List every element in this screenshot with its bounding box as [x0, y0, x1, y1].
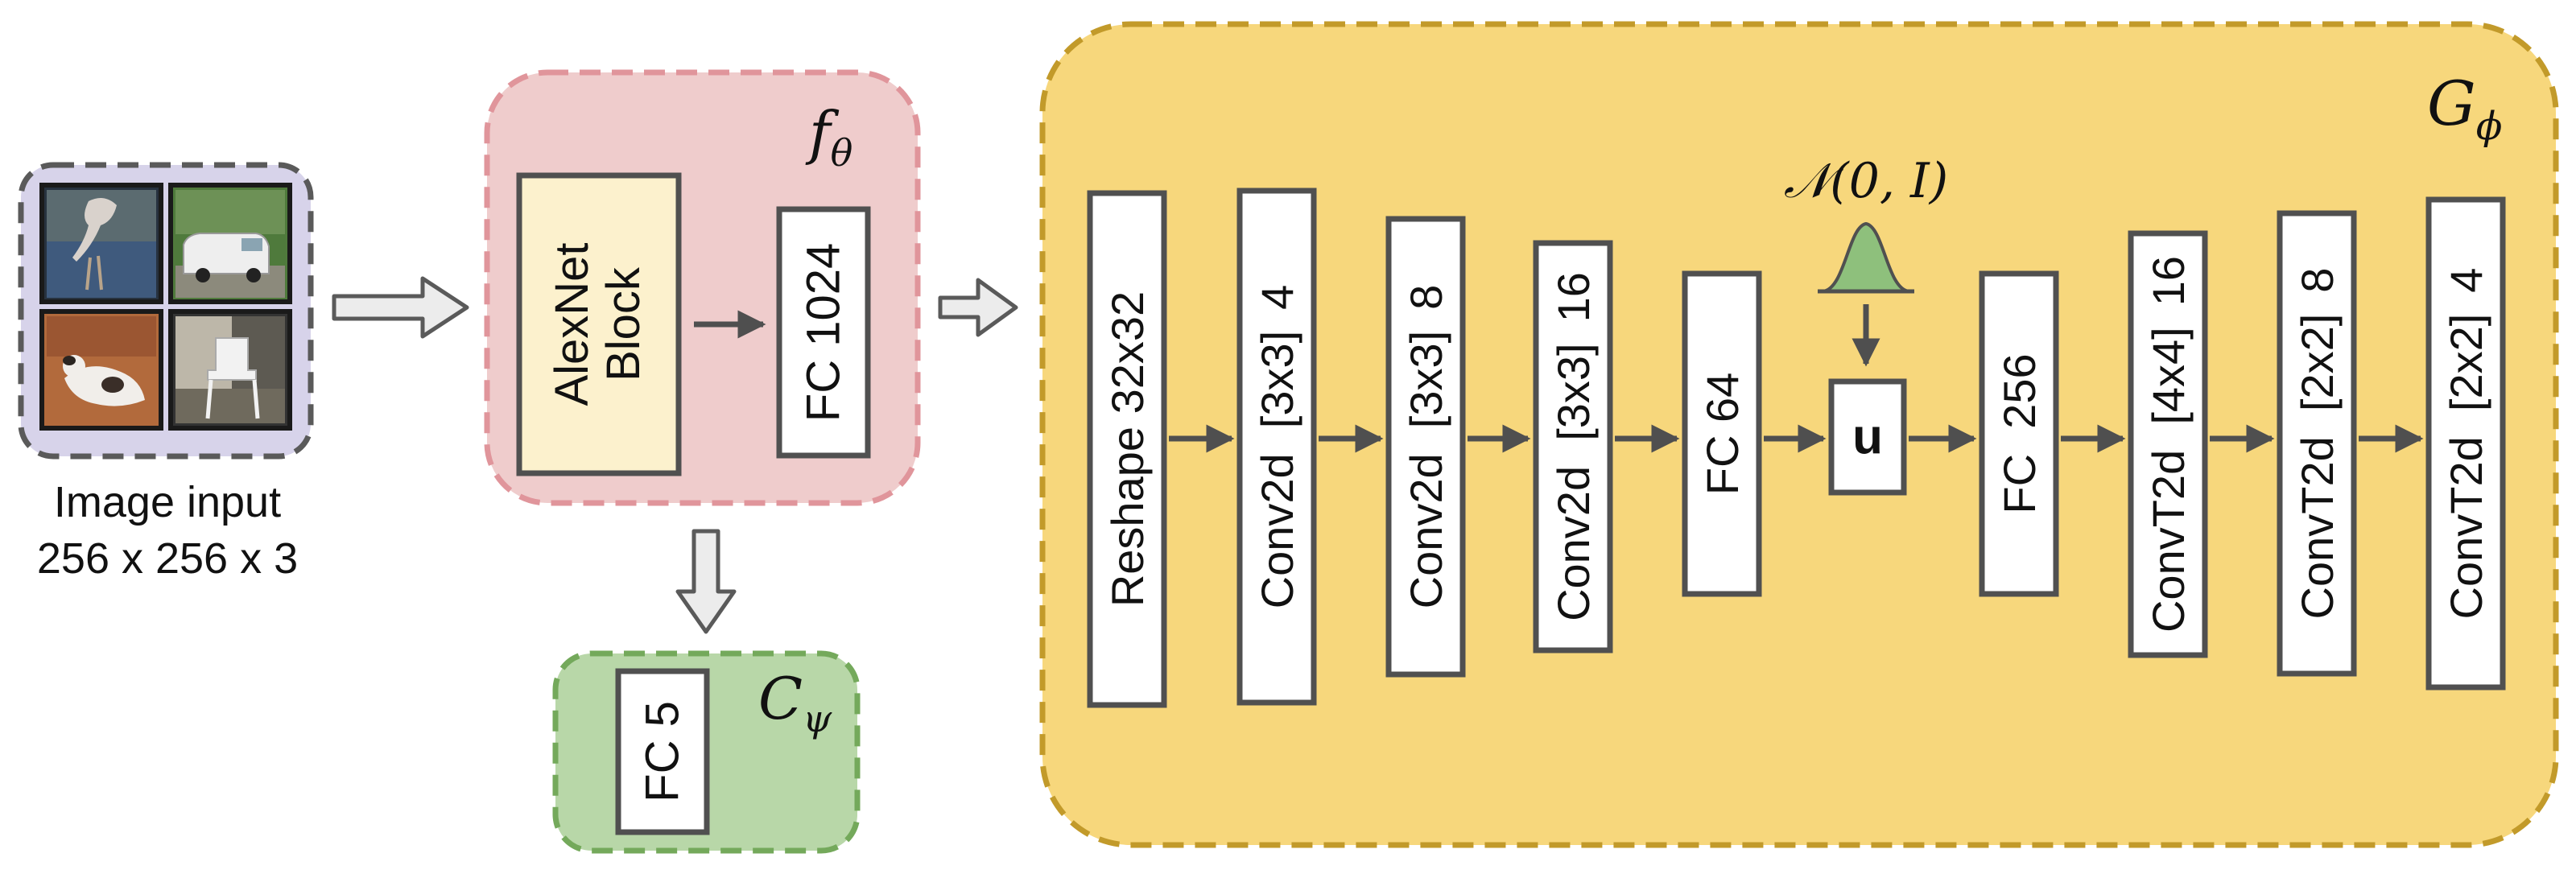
generator-layer-label-8: ConvT2d [2x2] 8 [2292, 268, 2343, 620]
generator-layer-name-5: FC 64 [1697, 373, 1748, 496]
fc-1024-box [776, 206, 871, 459]
encoder-to-generator-arrow [938, 278, 1018, 337]
generator-layer-label-4: Conv2d [3x3] 16 [1548, 272, 1599, 621]
generator-layer-box-6 [1979, 270, 2059, 597]
gaussian-icon [1818, 221, 1914, 294]
generator-layer-box-3 [1385, 216, 1466, 678]
encoder-to-classifier-arrow [675, 529, 737, 634]
generator-layer-size-3: 8 [1401, 285, 1451, 310]
generator-layer-size-2: 4 [1252, 285, 1302, 310]
generator-layer-name-6: FC 256 [1994, 353, 2045, 513]
generator-layer-name-9: ConvT2d [2x2] [2441, 314, 2491, 620]
generator-layer-label-1: Reshape 32x32 [1102, 291, 1153, 607]
lying-dog-photo [39, 309, 163, 431]
generator-symbol: Gϕ [2427, 68, 2502, 149]
alexnet-label-line2: Block [597, 266, 650, 381]
fc-1024-label: FC 1024 [798, 243, 850, 422]
generator-layer-size-8: 8 [2292, 268, 2343, 293]
generator-layer-label-7: ConvT2d [4x4] 16 [2143, 256, 2194, 633]
alexnet-label-line1: AlexNet [546, 242, 598, 406]
generator-layer-name-8: ConvT2d [2x2] [2292, 314, 2343, 620]
generator-layer-box-4 [1533, 240, 1613, 653]
input-to-encoder-arrow [332, 276, 469, 339]
white-van-photo [168, 183, 292, 304]
latent-u-box [1828, 378, 1907, 496]
fc-5-box [615, 668, 710, 835]
generator-layer-size-7: 16 [2143, 256, 2194, 306]
generator-layer-label-5: FC 64 [1697, 373, 1748, 496]
generator-layer-label-6: FC 256 [1994, 353, 2045, 513]
input-section: Image input 256 x 256 x 3 [18, 162, 314, 583]
encoder-section: fθ AlexNet Block FC 1024 [484, 69, 921, 506]
generator-layer-name-2: Conv2d [3x3] [1252, 331, 1302, 609]
input-caption-line2: 256 x 256 x 3 [37, 534, 298, 583]
generator-layer-name-3: Conv2d [3x3] [1401, 331, 1451, 609]
latent-u-label: u [1852, 410, 1883, 465]
generator-layer-label-2: Conv2d [3x3] 4 [1252, 285, 1302, 609]
generator-layer-box-5 [1682, 270, 1762, 597]
generator-layer-box-1 [1087, 190, 1167, 708]
generator-layer-size-9: 4 [2441, 268, 2491, 293]
generator-layer-name-4: Conv2d [3x3] [1548, 343, 1599, 621]
generator-layer-name-1: Reshape 32x32 [1102, 291, 1153, 607]
generator-layer-name-7: ConvT2d [4x4] [2143, 327, 2194, 633]
generator-layer-box-2 [1236, 188, 1317, 706]
generator-layer-box-8 [2277, 210, 2357, 677]
alexnet-block-box [516, 172, 682, 476]
classifier-section: FC 5 Cψ [552, 650, 861, 854]
generator-layer-box-9 [2425, 196, 2506, 691]
fc-5-label: FC 5 [637, 701, 689, 802]
white-chair-photo [168, 309, 292, 431]
noise-distribution-label: 𝒩(0, I) [1784, 153, 1948, 209]
generator-layer-box-7 [2128, 230, 2208, 658]
generator-layer-size-4: 16 [1548, 272, 1599, 322]
bird-wading-photo [39, 183, 163, 304]
input-caption-line1: Image input [54, 478, 281, 526]
generator-layer-label-9: ConvT2d [2x2] 4 [2441, 268, 2491, 620]
classifier-symbol: Cψ [758, 665, 832, 740]
generator-layer-label-3: Conv2d [3x3] 8 [1401, 285, 1451, 609]
